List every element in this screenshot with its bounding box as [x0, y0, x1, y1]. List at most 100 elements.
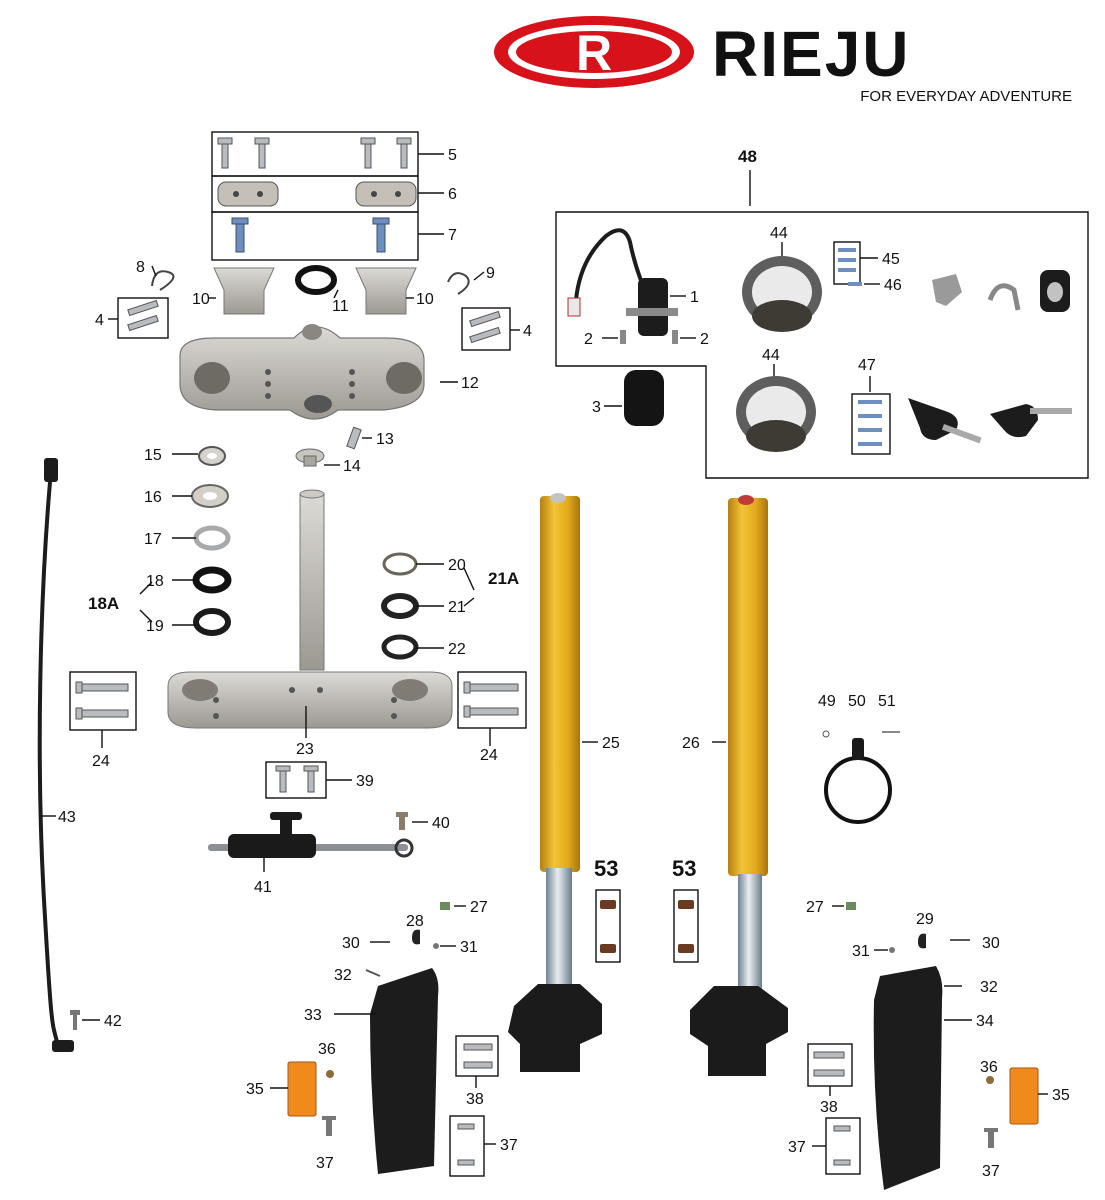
callout-19: 19 [146, 618, 164, 635]
callout-31-left: 31 [460, 939, 478, 956]
callout-37-left: 37 [316, 1155, 334, 1172]
callout-37-right: 37 [982, 1163, 1000, 1180]
callout-13: 13 [376, 431, 394, 448]
hardware-box-5-6-7 [211, 131, 444, 261]
fork-guard-33 [270, 968, 439, 1174]
callout-35-right: 35 [1052, 1087, 1070, 1104]
callout-3: 3 [592, 399, 601, 416]
hardware-box-39 [265, 761, 352, 799]
callout-37-center-left: 37 [500, 1137, 518, 1154]
callout-46: 46 [884, 277, 902, 294]
brand-name: RIEJU [712, 18, 911, 90]
lock-parts-and-keys [908, 270, 1072, 444]
callout-53-left: 53 [594, 856, 618, 881]
speed-sensor-cable-43 [37, 458, 74, 1052]
bolt-40 [396, 812, 428, 830]
callout-18: 18 [146, 573, 164, 590]
hardware-box-38-right [807, 1043, 853, 1096]
callout-26: 26 [682, 735, 700, 752]
callout-47: 47 [858, 357, 876, 374]
callout-44-top: 44 [770, 225, 788, 242]
callout-36-right: 36 [980, 1059, 998, 1076]
callout-49: 49 [818, 693, 836, 710]
callout-38-left: 38 [466, 1091, 484, 1108]
callout-24-left: 24 [92, 753, 110, 770]
callout-27-left: 27 [470, 899, 488, 916]
callout-40: 40 [432, 815, 450, 832]
rieju-logo: R [494, 16, 694, 88]
logo-letter: R [576, 25, 612, 81]
callout-28: 28 [406, 913, 424, 930]
lower-triple-clamp-23 [167, 489, 453, 738]
callout-6: 6 [448, 186, 457, 203]
callout-48: 48 [738, 147, 757, 166]
steering-damper-41 [208, 812, 414, 872]
callout-34: 34 [976, 1013, 994, 1030]
callout-27-right: 27 [806, 899, 824, 916]
callout-4-right: 4 [523, 323, 532, 340]
callout-5: 5 [448, 147, 457, 164]
fork-leg-25 [508, 493, 602, 1072]
callout-31-right: 31 [852, 943, 870, 960]
hardware-box-4-right [461, 307, 520, 351]
callout-2-right: 2 [700, 331, 709, 348]
fork-leg-26 [690, 495, 788, 1076]
callout-1: 1 [690, 289, 699, 306]
callout-8: 8 [136, 259, 145, 276]
callout-25: 25 [602, 735, 620, 752]
hardware-box-4-left [108, 297, 169, 339]
callout-30-left: 30 [342, 935, 360, 952]
callout-16: 16 [144, 489, 162, 506]
stem-ring-leaders [139, 453, 475, 649]
nut-14 [295, 448, 340, 467]
hardware-box-24-right [457, 671, 527, 746]
callout-21: 21 [448, 599, 466, 616]
callout-38-right: 38 [820, 1099, 838, 1116]
callout-53-right: 53 [672, 856, 696, 881]
callout-9: 9 [486, 265, 495, 282]
ring-11 [295, 265, 337, 295]
pin-9 [447, 272, 470, 295]
callout-30-right: 30 [982, 935, 1000, 952]
pin-8 [151, 270, 175, 291]
callout-15: 15 [144, 447, 162, 464]
callout-2-left: 2 [584, 331, 593, 348]
callout-35-left: 35 [246, 1081, 264, 1098]
hardware-box-24-left [69, 671, 137, 748]
callout-10-right: 10 [416, 291, 434, 308]
callout-43: 43 [58, 809, 76, 826]
callout-23: 23 [296, 741, 314, 758]
callout-7: 7 [448, 227, 457, 244]
callout-24-right: 24 [480, 747, 498, 764]
hardware-box-45 [833, 241, 880, 286]
callout-22: 22 [448, 641, 466, 658]
pads-53 [595, 889, 699, 963]
risers-10 [213, 267, 417, 315]
brand-tagline: FOR EVERYDAY ADVENTURE [860, 88, 1072, 105]
hardware-box-37-center-left [449, 1115, 496, 1177]
small-hardware-right [832, 902, 970, 987]
hardware-box-38-left [455, 1035, 499, 1088]
bezel-44-top [742, 242, 822, 332]
ignition-switch-1 [567, 228, 696, 344]
callout-32-left: 32 [334, 967, 352, 984]
callout-20: 20 [448, 557, 466, 574]
bolt-13 [346, 426, 372, 450]
cap-3 [604, 370, 664, 426]
callout-33: 33 [304, 1007, 322, 1024]
callout-14: 14 [343, 458, 361, 475]
callout-36-left: 36 [318, 1041, 336, 1058]
callout-17: 17 [144, 531, 162, 548]
hardware-box-37-center-right [812, 1117, 861, 1175]
bezel-44-bottom [736, 364, 816, 452]
callout-44-bottom: 44 [762, 347, 780, 364]
fork-guard-34 [873, 966, 1048, 1190]
callout-12: 12 [461, 375, 479, 392]
callout-32-right: 32 [980, 979, 998, 996]
lock-set-48 [555, 170, 1089, 479]
clamp-ring-50 [822, 730, 900, 824]
small-hardware-left [365, 902, 466, 977]
callout-42: 42 [104, 1013, 122, 1030]
callout-39: 39 [356, 773, 374, 790]
